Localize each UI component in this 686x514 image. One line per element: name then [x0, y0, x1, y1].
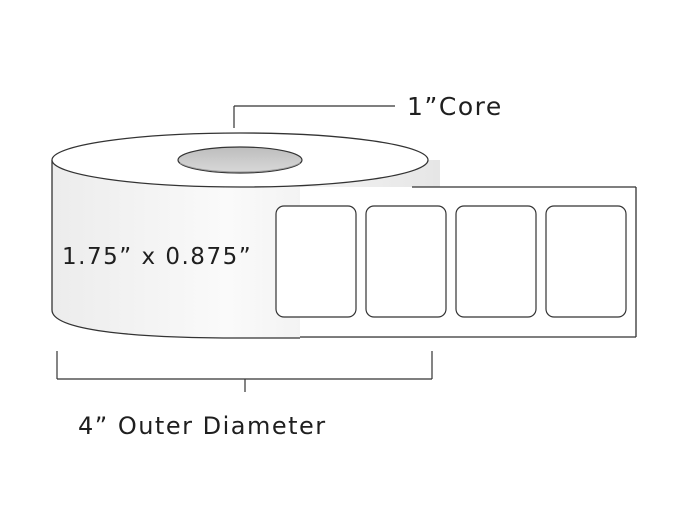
label-strip	[275, 186, 637, 338]
core-leader	[233, 105, 395, 128]
label-size-text: 1.75” x 0.875”	[62, 244, 253, 270]
core-hole	[177, 146, 303, 174]
label-sticker	[365, 205, 447, 318]
label-sticker	[455, 205, 537, 318]
core-size-label: 1”Core	[407, 92, 503, 121]
outer-diameter-label: 4” Outer Diameter	[78, 412, 327, 440]
label-sticker	[275, 205, 357, 318]
label-sticker	[545, 205, 627, 318]
diameter-bracket	[56, 351, 433, 392]
